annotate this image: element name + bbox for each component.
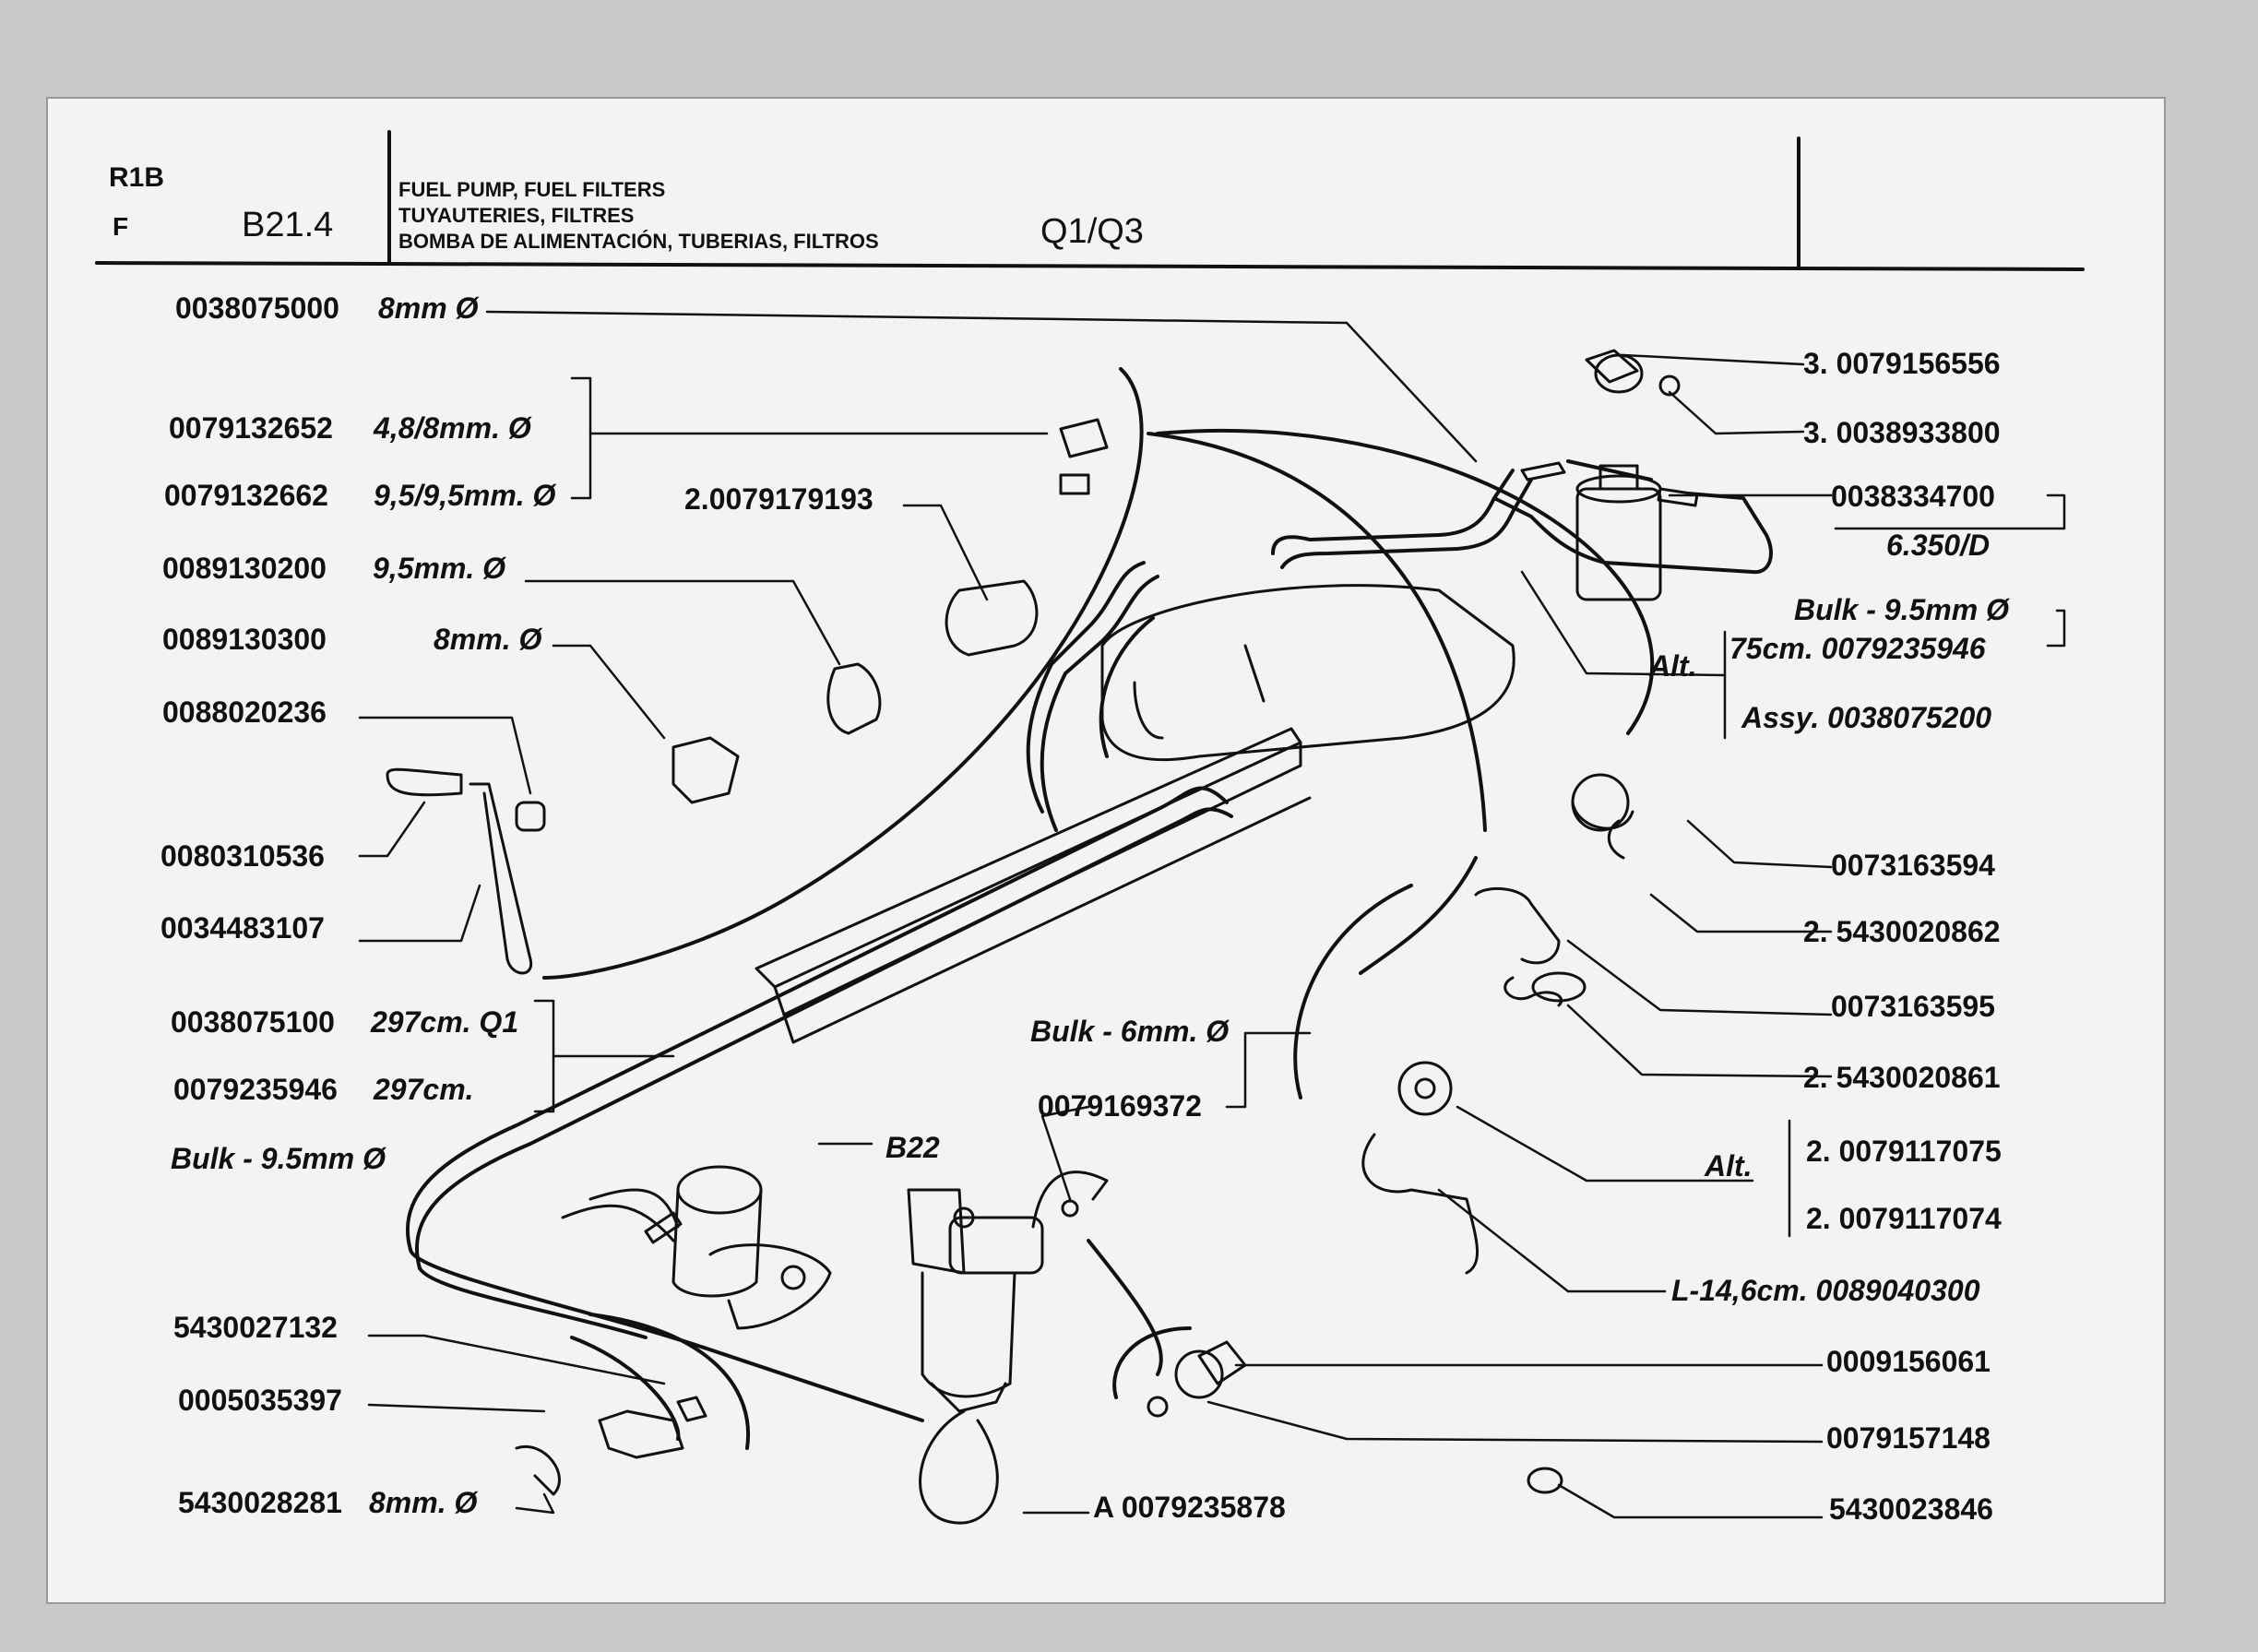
label-part-number: A 0079235878 [1093,1491,1286,1524]
label-part-number: 0088020236 [162,695,327,729]
label-part-number: 0079132652 [169,411,333,445]
label-part-number: 0038334700 [1831,480,1995,513]
fuel-pump [561,1165,832,1330]
label-part-number: 5430023846 [1829,1492,1993,1526]
label-part-number: 0038075100 [171,1005,335,1039]
label-spec: 297cm. [374,1073,474,1106]
page-ref: B21.4 [242,206,334,244]
label-part-number: 0005035397 [178,1384,342,1417]
label-part-number: 0009156061 [1826,1345,1991,1378]
label-part-number: 0089130300 [162,623,327,656]
label-part-number: Assy. 0038075200 [1741,701,1992,734]
leader-lines [358,310,2066,1519]
label-part-number: 0034483107 [160,911,325,945]
title-fr: TUYAUTERIES, FILTRES [398,204,635,227]
label-ref: B22 [885,1131,940,1164]
label-part-number: 0079157148 [1826,1421,1991,1455]
label-spec: 8mm. Ø [369,1486,478,1519]
label-part-number: 0080310536 [160,839,325,873]
label-part-number: 2. 0079117075 [1806,1135,2002,1168]
fuel-lines [405,459,1773,1422]
chassis-rails [755,727,1312,1044]
label-part-number: 2.0079179193 [684,482,873,516]
catalog-sheet [46,97,2166,1604]
header-rules [95,130,2085,271]
label-part-number: 75cm. 0079235946 [1729,632,1986,665]
label-part-number: 0079132662 [164,479,328,512]
label-spec: Bulk - 9.5mm Ø [171,1142,386,1175]
label-spec: Bulk - 9.5mm Ø [1794,593,2009,626]
label-part-number: 0073163594 [1831,849,1995,882]
label-part-number: 0089130200 [162,552,327,585]
label-part-number: 0079169372 [1038,1089,1202,1123]
label-spec: 8mm Ø [378,291,479,325]
label-part-number: L-14,6cm. 0089040300 [1671,1274,1980,1307]
label-alt: Alt. [1705,1149,1753,1183]
label-alt: Alt. [1649,649,1697,683]
label-part-number: 0038075000 [175,291,339,325]
label-part-number: 3. 0038933800 [1803,416,2001,449]
small-parts [386,418,1634,1496]
label-spec: 9,5mm. Ø [373,552,506,585]
label-spec: 8mm. Ø [434,623,542,656]
label-spec: 4,8/8mm. Ø [374,411,531,445]
model-label: Q1/Q3 [1040,212,1144,251]
label-spec: 9,5/9,5mm. Ø [374,479,556,512]
title-es: BOMBA DE ALIMENTACIÓN, TUBERIAS, FILTROS [398,230,879,253]
fuel-tank [1100,584,1515,762]
label-spec: 297cm. Q1 [371,1005,519,1039]
filter-bottom [907,1171,1109,1525]
label-part-number: 5430027132 [173,1311,338,1344]
label-part-number: 0073163595 [1831,990,1995,1023]
label-spec: Bulk - 6mm. Ø [1030,1015,1230,1048]
label-part-number: 2. 5430020861 [1803,1061,2001,1094]
label-part-number: 2. 5430020862 [1803,915,2001,948]
label-part-number: 5430028281 [178,1486,342,1519]
title-en: FUEL PUMP, FUEL FILTERS [398,178,666,201]
section-code: R1B [109,162,165,193]
label-part-number: 3. 0079156556 [1803,347,2001,380]
label-part-number: 0079235946 [173,1073,338,1106]
label-part-number: 2. 0079117074 [1806,1202,2002,1235]
body-contour [542,367,1655,1450]
filter-top [1520,349,1699,601]
section-letter: F [113,212,129,241]
label-spec: 6.350/D [1886,529,1991,562]
